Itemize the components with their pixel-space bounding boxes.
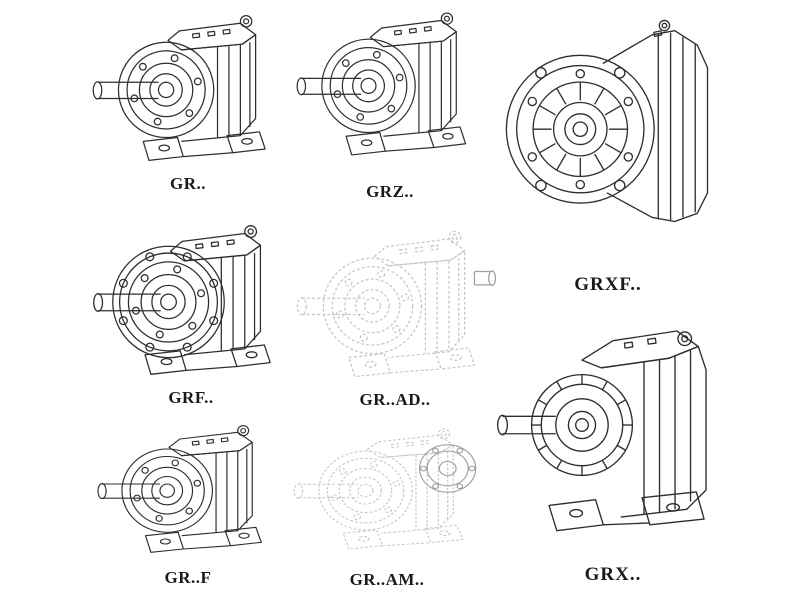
gearbox-drawing-grz [296, 12, 467, 156]
figure-label-gr-ad: GR..AD.. [359, 390, 431, 409]
figure-label-gr-f: GR..F [164, 568, 212, 587]
figure-grxf: GRXF.. [495, 4, 721, 296]
gearbox-drawing-grxf [505, 19, 709, 223]
figure-gr: GR.. [88, 2, 288, 194]
figure-label-grxf: GRXF.. [574, 274, 642, 295]
figure-label-grx: GRX.. [584, 564, 642, 585]
figure-gr-f: GR..F [92, 414, 284, 588]
gearbox-drawing-gr-ad [296, 230, 497, 378]
gearbox-drawing-gr-am [293, 428, 477, 550]
figure-grad: GR..AD.. [292, 218, 498, 410]
gearbox-drawing-gr [92, 14, 266, 161]
figure-label-grf: GRF.. [168, 388, 214, 407]
figure-label-gr-am: GR..AM.. [349, 570, 425, 589]
figure-label-gr: GR.. [170, 174, 206, 193]
figure-grz: GRZ.. [292, 0, 488, 202]
figure-gr-am: GR..AM.. [288, 418, 486, 590]
figure-grf: GRF.. [88, 212, 294, 408]
gearbox-drawing-gr-f [97, 425, 262, 553]
figure-grx: GRX.. [495, 300, 731, 586]
figure-label-grz: GRZ.. [366, 182, 414, 201]
gearbox-drawing-grx [496, 330, 707, 532]
gearbox-drawing-grf [93, 225, 271, 375]
